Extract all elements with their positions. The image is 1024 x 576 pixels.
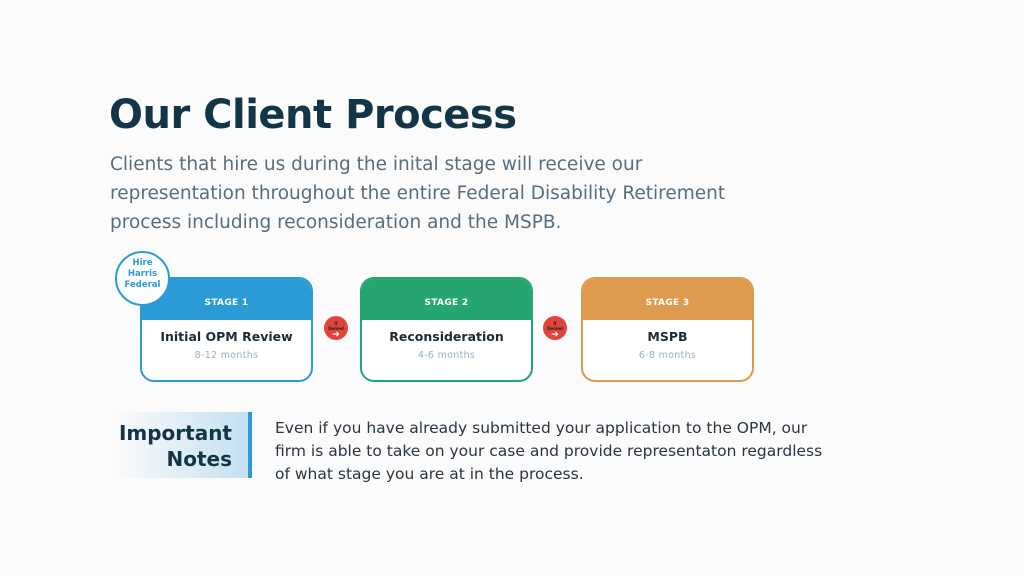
stage-label: STAGE 1 bbox=[142, 279, 311, 320]
arrow-right-icon: ➔ bbox=[551, 330, 559, 340]
intro-text: Clients that hire us during the inital s… bbox=[110, 154, 726, 233]
denied-text: Denied bbox=[547, 326, 563, 331]
stage-1-card: STAGE 1 Initial OPM Review 8-12 months bbox=[140, 277, 313, 382]
stage-name: Initial OPM Review bbox=[160, 329, 293, 344]
badge-line: Federal bbox=[124, 280, 161, 290]
stage-3-card: STAGE 3 MSPB 6-8 months bbox=[581, 277, 754, 382]
page-title: Our Client Process bbox=[109, 92, 517, 138]
notes-heading-line: Important bbox=[118, 421, 232, 445]
stage-name: Reconsideration bbox=[389, 329, 504, 344]
stage-label: STAGE 3 bbox=[583, 279, 752, 320]
arrow-right-icon: ➔ bbox=[332, 330, 340, 340]
denied-text: Denied bbox=[328, 326, 344, 331]
if-denied-icon: If Denied ➔ bbox=[324, 316, 348, 340]
denied-text: If bbox=[334, 321, 338, 326]
stage-name: MSPB bbox=[647, 329, 688, 344]
stage-duration: 4-6 months bbox=[417, 350, 476, 361]
notes-text: Even if you have already submitted your … bbox=[275, 419, 823, 483]
if-denied-icon: If Denied ➔ bbox=[543, 316, 567, 340]
stage-duration: 6-8 months bbox=[638, 350, 697, 361]
stage-2-card: STAGE 2 Reconsideration 4-6 months bbox=[360, 277, 533, 382]
stage-duration: 8-12 months bbox=[194, 350, 259, 361]
badge-line: Hire bbox=[132, 258, 153, 268]
badge-line: Harris bbox=[127, 269, 158, 279]
hire-badge: Hire Harris Federal bbox=[115, 251, 170, 306]
stage-label: STAGE 2 bbox=[362, 279, 531, 320]
denied-text: If bbox=[553, 321, 557, 326]
notes-heading-line: Notes bbox=[166, 447, 232, 471]
important-notes-heading: Important Notes bbox=[112, 412, 252, 478]
